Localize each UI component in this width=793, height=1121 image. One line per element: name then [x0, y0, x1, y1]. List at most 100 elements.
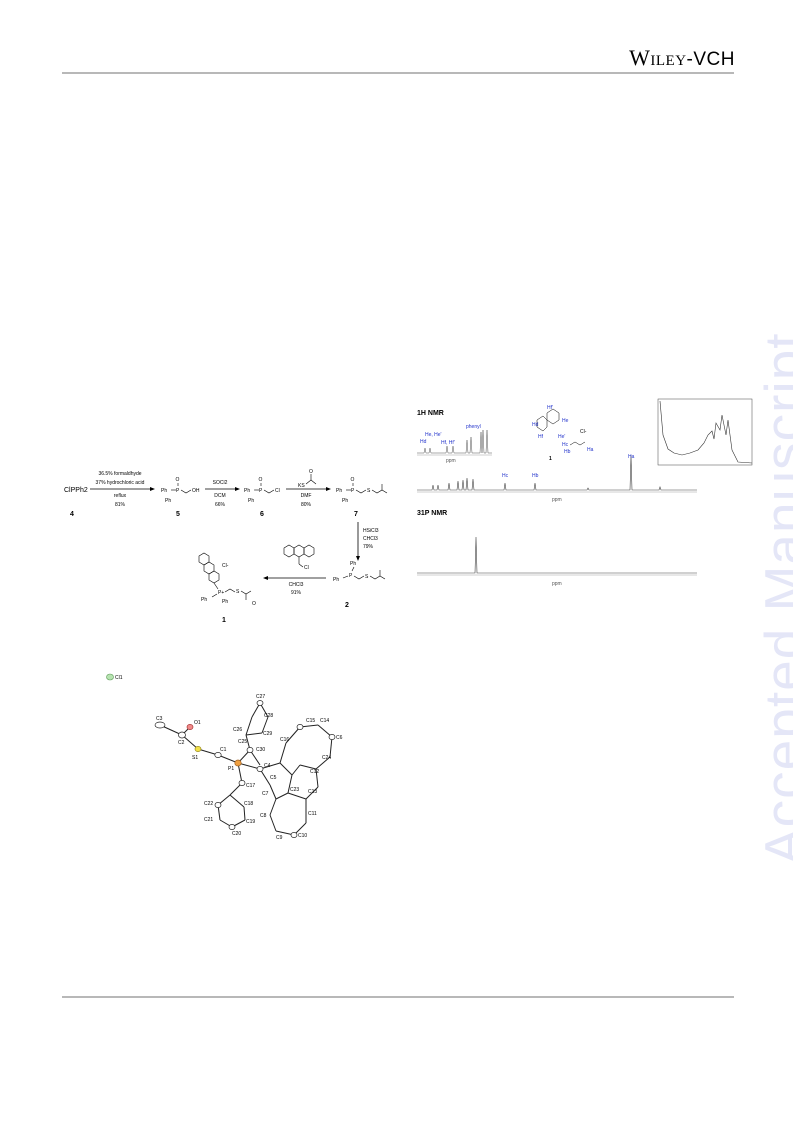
svg-text:P: P [176, 488, 180, 494]
svg-text:Hb: Hb [564, 449, 571, 455]
label-7: 7 [354, 511, 358, 518]
header-rule [62, 72, 734, 74]
compound-2-structure: Ph P Ph S [333, 561, 386, 583]
svg-text:Ha: Ha [587, 447, 594, 453]
svg-text:Cl1: Cl1 [115, 675, 123, 681]
svg-text:Hc: Hc [562, 442, 569, 448]
svg-text:C29: C29 [263, 731, 272, 737]
svg-text:Cl: Cl [275, 488, 280, 494]
svg-text:Cl-: Cl- [580, 429, 587, 435]
step1-reagent-3: reflux [114, 493, 127, 499]
svg-text:C14: C14 [320, 718, 329, 724]
svg-text:C1: C1 [220, 747, 227, 753]
ortep-atoms [154, 700, 336, 838]
svg-text:S: S [236, 589, 240, 595]
step1-reagent-4: 81% [115, 502, 126, 508]
svg-text:C30: C30 [256, 747, 265, 753]
svg-text:C28: C28 [264, 713, 273, 719]
svg-text:C25: C25 [238, 739, 247, 745]
svg-text:Hd: Hd [420, 439, 427, 445]
svg-text:C27: C27 [256, 694, 265, 700]
svg-text:C20: C20 [232, 831, 241, 837]
svg-text:C9: C9 [276, 835, 283, 841]
step1-reagent-2: 37% hydrochloric acid [96, 480, 145, 486]
svg-text:C11: C11 [308, 811, 317, 817]
crystal-structure: Cl1 [106, 673, 343, 841]
step2-reagent-2: DCM [214, 493, 225, 499]
svg-text:C5: C5 [270, 775, 277, 781]
h-nmr-label: 1H NMR [417, 410, 444, 417]
publisher-main: Wiley [629, 45, 687, 70]
svg-text:O: O [252, 601, 256, 607]
label-1: 1 [222, 617, 226, 624]
svg-text:ppm: ppm [552, 497, 562, 503]
svg-text:C15: C15 [306, 718, 315, 724]
svg-text:Ph: Ph [342, 498, 348, 504]
step3-reagent-2: DMF [301, 493, 312, 499]
svg-text:Ph: Ph [161, 488, 167, 494]
compound-7-structure: Ph P O Ph S [336, 477, 388, 504]
svg-text:Ph: Ph [222, 599, 228, 605]
svg-text:C13: C13 [308, 789, 317, 795]
nmr-spectra-figure: 1H NMR Hd He, He' Hf, Hf' phenyl ppm Hf'… [417, 405, 697, 587]
step2-reagent-3: 66% [215, 502, 226, 508]
svg-text:P: P [349, 573, 353, 579]
svg-text:Hd: Hd [532, 422, 539, 428]
svg-text:C24: C24 [322, 755, 331, 761]
compound-6-structure: Ph P O Ph Cl [244, 477, 280, 504]
svg-text:O: O [259, 477, 263, 483]
svg-text:ppm: ppm [552, 581, 562, 587]
chloromethyl-anthracene: Cl [283, 544, 315, 571]
ortep-labels: C27 C28 C26 C25 C29 C30 C3 O1 C2 C1 S1 P… [156, 694, 343, 841]
svg-text:C18: C18 [244, 801, 253, 807]
svg-text:KS: KS [298, 483, 305, 489]
svg-text:C26: C26 [233, 727, 242, 733]
compound-1-structure: Cl- P+ Ph Ph S O [198, 552, 256, 607]
svg-text:C22: C22 [204, 801, 213, 807]
svg-text:S: S [365, 574, 369, 580]
p-nmr-spectrum: ppm [417, 536, 697, 587]
svg-text:C10: C10 [298, 833, 307, 839]
svg-text:Ph: Ph [165, 498, 171, 504]
step2-reagent-1: SOCl2 [213, 480, 228, 486]
svg-text:O1: O1 [194, 720, 201, 726]
svg-text:C2: C2 [178, 740, 185, 746]
compound-4: ClPPh2 [64, 487, 88, 494]
compound-5-structure: Ph P O Ph OH [161, 477, 200, 504]
nmr-structure: Hf' Hd He Hf He' Hc Hb Ha Cl- 1 [532, 405, 594, 462]
svg-text:O: O [176, 477, 180, 483]
h-nmr-inset: Hd He, He' Hf, Hf' phenyl ppm [417, 424, 492, 464]
svg-text:C4: C4 [264, 763, 271, 769]
svg-text:Hc: Hc [502, 473, 509, 479]
svg-text:Ph: Ph [336, 488, 342, 494]
svg-text:Ph: Ph [350, 561, 356, 567]
synthesis-scheme: ClPPh2 4 36.5% formaldhyde 37% hydrochlo… [64, 469, 388, 624]
svg-text:Ph: Ph [244, 488, 250, 494]
svg-text:O: O [351, 477, 355, 483]
absorption-spectrum [657, 398, 753, 466]
step4-reagent-3: 79% [363, 544, 374, 550]
svg-text:S: S [367, 488, 371, 494]
svg-text:phenyl: phenyl [466, 424, 481, 430]
svg-text:Hb: Hb [532, 473, 539, 479]
svg-text:P+: P+ [218, 590, 224, 596]
svg-text:Ph: Ph [248, 498, 254, 504]
step4-reagent-2: CHCl3 [363, 536, 378, 542]
svg-text:He, He': He, He' [425, 432, 442, 438]
svg-text:He: He [562, 418, 569, 424]
publisher-logo: Wiley-VCH [629, 45, 735, 71]
step4-reagent-1: HSiCl3 [363, 528, 379, 534]
svg-text:Hf: Hf [538, 434, 544, 440]
publisher-suffix: -VCH [686, 49, 735, 70]
svg-text:P: P [259, 488, 263, 494]
svg-text:P1: P1 [228, 766, 234, 772]
svg-text:P: P [351, 488, 355, 494]
svg-text:C23: C23 [290, 787, 299, 793]
svg-text:Ph: Ph [333, 577, 339, 583]
svg-text:OH: OH [192, 488, 200, 494]
step3-thioacetate: KS O [298, 469, 317, 489]
svg-text:Cl: Cl [304, 565, 309, 571]
label-5: 5 [176, 511, 180, 518]
svg-text:1: 1 [549, 456, 552, 462]
svg-text:C21: C21 [204, 817, 213, 823]
